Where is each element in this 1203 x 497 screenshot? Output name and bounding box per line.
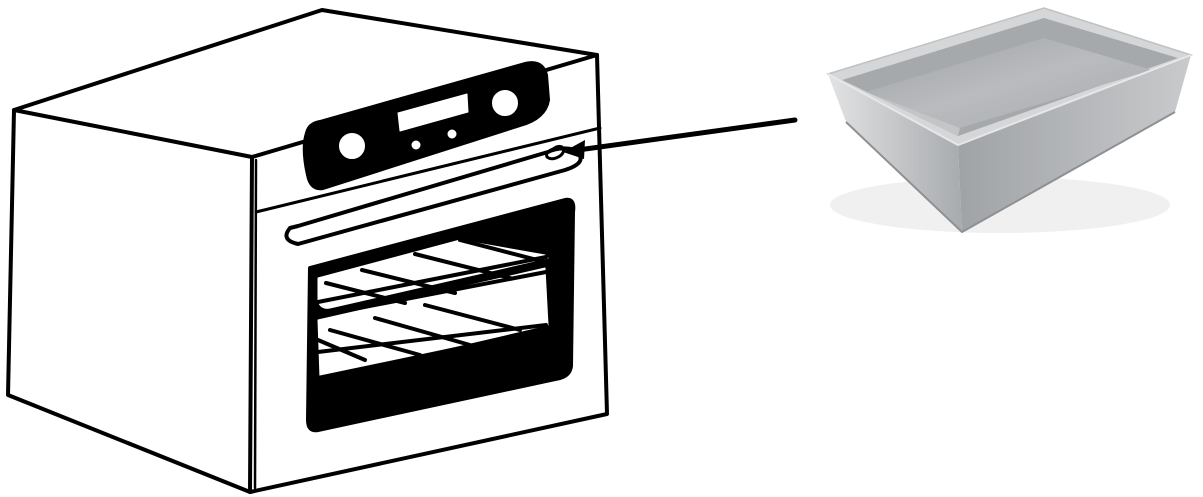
oven-button-1 <box>414 143 419 148</box>
oven-icon <box>8 10 607 492</box>
baking-pan-icon <box>828 8 1191 233</box>
oven-handle-end <box>547 146 564 158</box>
oven-knob-right <box>494 92 516 114</box>
oven-knob-left <box>341 135 363 157</box>
oven-button-2 <box>450 132 455 137</box>
oven-window <box>308 200 573 431</box>
